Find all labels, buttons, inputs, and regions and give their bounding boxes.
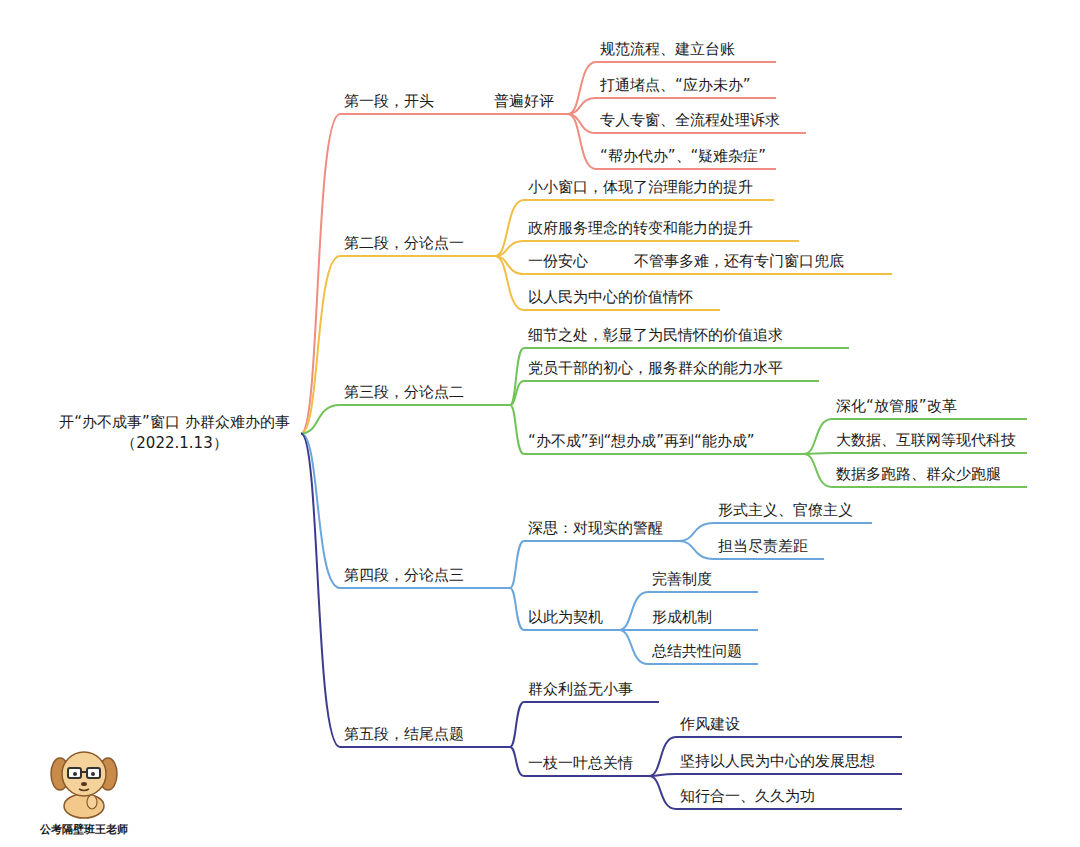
- branch-line: [510, 702, 524, 747]
- branch-line: [649, 776, 676, 809]
- topic-text: 普遍好评: [494, 92, 554, 110]
- topic-text: 一份安心: [528, 252, 588, 270]
- branch-topic: 一份安心: [524, 250, 624, 275]
- topic-text: 规范流程、建立台账: [600, 40, 735, 58]
- topic-text: 专人专窗、全流程处理诉求: [600, 111, 780, 129]
- branch-line: [568, 62, 596, 114]
- topic-text: 数据多跑路、群众少跑腿: [836, 465, 1001, 483]
- branch-line: [301, 405, 340, 434]
- topic-text: “帮办代办”、“疑难杂症”: [600, 147, 766, 165]
- topic-text: 形成机制: [652, 608, 712, 626]
- branch-topic: 不管事多难，还有专门窗口兜底: [630, 250, 892, 275]
- branch-line: [301, 434, 340, 589]
- topic-text: 群众利益无小事: [528, 680, 633, 698]
- topic-text: 大数据、互联网等现代科技: [836, 431, 1016, 449]
- topic-text: 担当尽责差距: [718, 537, 808, 555]
- branch-line: [649, 774, 676, 776]
- branch-line: [495, 200, 524, 256]
- branch-line: [495, 256, 524, 310]
- branch-topic: 第二段，分论点一: [340, 232, 495, 257]
- topic-text: 第四段，分论点三: [344, 566, 464, 584]
- branch-topic: 深化“放管服”改革: [832, 395, 1027, 420]
- branch-line: [448, 113, 490, 115]
- branch-line: [510, 381, 524, 405]
- branch-topic: 形成机制: [648, 606, 758, 631]
- branch-topic: 一枝一叶总关情: [524, 752, 649, 777]
- branch-line: [568, 98, 596, 114]
- branch-line: [619, 592, 648, 630]
- branch-topic: 小小窗口，体现了治理能力的提升: [524, 176, 774, 201]
- mascot-illustration: [44, 740, 124, 820]
- branch-line: [510, 747, 524, 776]
- topic-text: 完善制度: [652, 570, 712, 588]
- branch-line: [649, 737, 676, 776]
- branch-line: [619, 630, 648, 664]
- branch-line: [568, 114, 596, 169]
- branch-topic: 专人专窗、全流程处理诉求: [596, 109, 806, 134]
- branch-topic: 群众利益无小事: [524, 678, 659, 703]
- branch-topic: 知行合一、久久为功: [676, 785, 902, 810]
- topic-text: 以人民为中心的价值情怀: [528, 288, 693, 306]
- topic-text: 深思：对现实的警醒: [528, 519, 663, 537]
- branch-topic: 第三段，分论点二: [340, 381, 510, 406]
- branch-line: [679, 523, 714, 541]
- branch-line: [510, 405, 524, 454]
- branch-topic: 以人民为中心的价值情怀: [524, 286, 720, 311]
- branch-topic: 总结共性问题: [648, 640, 758, 665]
- branch-topic: 政府服务理念的转变和能力的提升: [524, 217, 799, 242]
- topic-text: 以此为契机: [528, 608, 603, 626]
- branch-line: [804, 419, 832, 454]
- branch-topic: 细节之处，彰显了为民情怀的价值追求: [524, 324, 849, 349]
- branch-line: [301, 256, 340, 434]
- branch-topic: “帮办代办”、“疑难杂症”: [596, 145, 776, 170]
- branch-topic: 完善制度: [648, 568, 758, 593]
- topic-text: 坚持以人民为中心的发展思想: [680, 752, 875, 770]
- branch-topic: 打通堵点、“应办未办”: [596, 74, 776, 99]
- branch-topic: 第五段，结尾点题: [340, 723, 510, 748]
- topic-text: 第五段，结尾点题: [344, 725, 464, 743]
- topic-text: 党员干部的初心，服务群众的能力水平: [528, 359, 783, 377]
- branch-line: [510, 588, 524, 630]
- topic-text: 总结共性问题: [652, 642, 742, 660]
- branch-topic: 形式主义、官僚主义: [714, 499, 872, 524]
- branch-topic: 党员干部的初心，服务群众的能力水平: [524, 357, 819, 382]
- branch-line: [679, 541, 714, 559]
- branch-topic: 深思：对现实的警醒: [524, 517, 679, 542]
- topic-text: 形式主义、官僚主义: [718, 501, 853, 519]
- branch-topic: “办不成”到“想办成”再到“能办成”: [524, 430, 804, 455]
- topic-text: “办不成”到“想办成”再到“能办成”: [528, 432, 755, 450]
- branch-line: [510, 348, 524, 405]
- branch-topic: 担当尽责差距: [714, 535, 824, 560]
- branch-line: [804, 454, 832, 487]
- topic-text: 第三段，分论点二: [344, 383, 464, 401]
- branch-topic: 第四段，分论点三: [340, 564, 510, 589]
- topic-text: 不管事多难，还有专门窗口兜底: [634, 252, 844, 270]
- branch-topic: 作风建设: [676, 713, 902, 738]
- topic-text: 知行合一、久久为功: [680, 787, 815, 805]
- watermark: 公考隔壁班王老师: [40, 822, 128, 837]
- topic-text: 一枝一叶总关情: [528, 754, 633, 772]
- root-topic: 开“办不成事”窗口 办群众难办的事（2022.1.13）: [52, 411, 297, 456]
- topic-text: 政府服务理念的转变和能力的提升: [528, 219, 753, 237]
- branch-topic: 数据多跑路、群众少跑腿: [832, 463, 1027, 488]
- topic-text: 小小窗口，体现了治理能力的提升: [528, 178, 753, 196]
- topic-text: 细节之处，彰显了为民情怀的价值追求: [528, 326, 783, 344]
- topic-text: 打通堵点、“应办未办”: [600, 76, 751, 94]
- branch-topic: 规范流程、建立台账: [596, 38, 776, 63]
- branch-topic: 以此为契机: [524, 606, 619, 631]
- topic-text: 第二段，分论点一: [344, 234, 464, 252]
- topic-text: 深化“放管服”改革: [836, 397, 957, 415]
- topic-text: 第一段，开头: [344, 92, 434, 110]
- branch-topic: 大数据、互联网等现代科技: [832, 429, 1027, 454]
- branch-topic: 坚持以人民为中心的发展思想: [676, 750, 902, 775]
- branch-line: [301, 434, 340, 748]
- topic-text: 作风建设: [680, 715, 740, 733]
- branch-topic: 第一段，开头: [340, 90, 448, 115]
- topic-text: 开“办不成事”窗口 办群众难办的事（2022.1.13）: [59, 413, 289, 452]
- branch-line: [804, 453, 832, 454]
- branch-line: [301, 114, 340, 434]
- branch-line: [495, 241, 524, 256]
- branch-topic: 普遍好评: [490, 90, 568, 115]
- branch-line: [510, 541, 524, 588]
